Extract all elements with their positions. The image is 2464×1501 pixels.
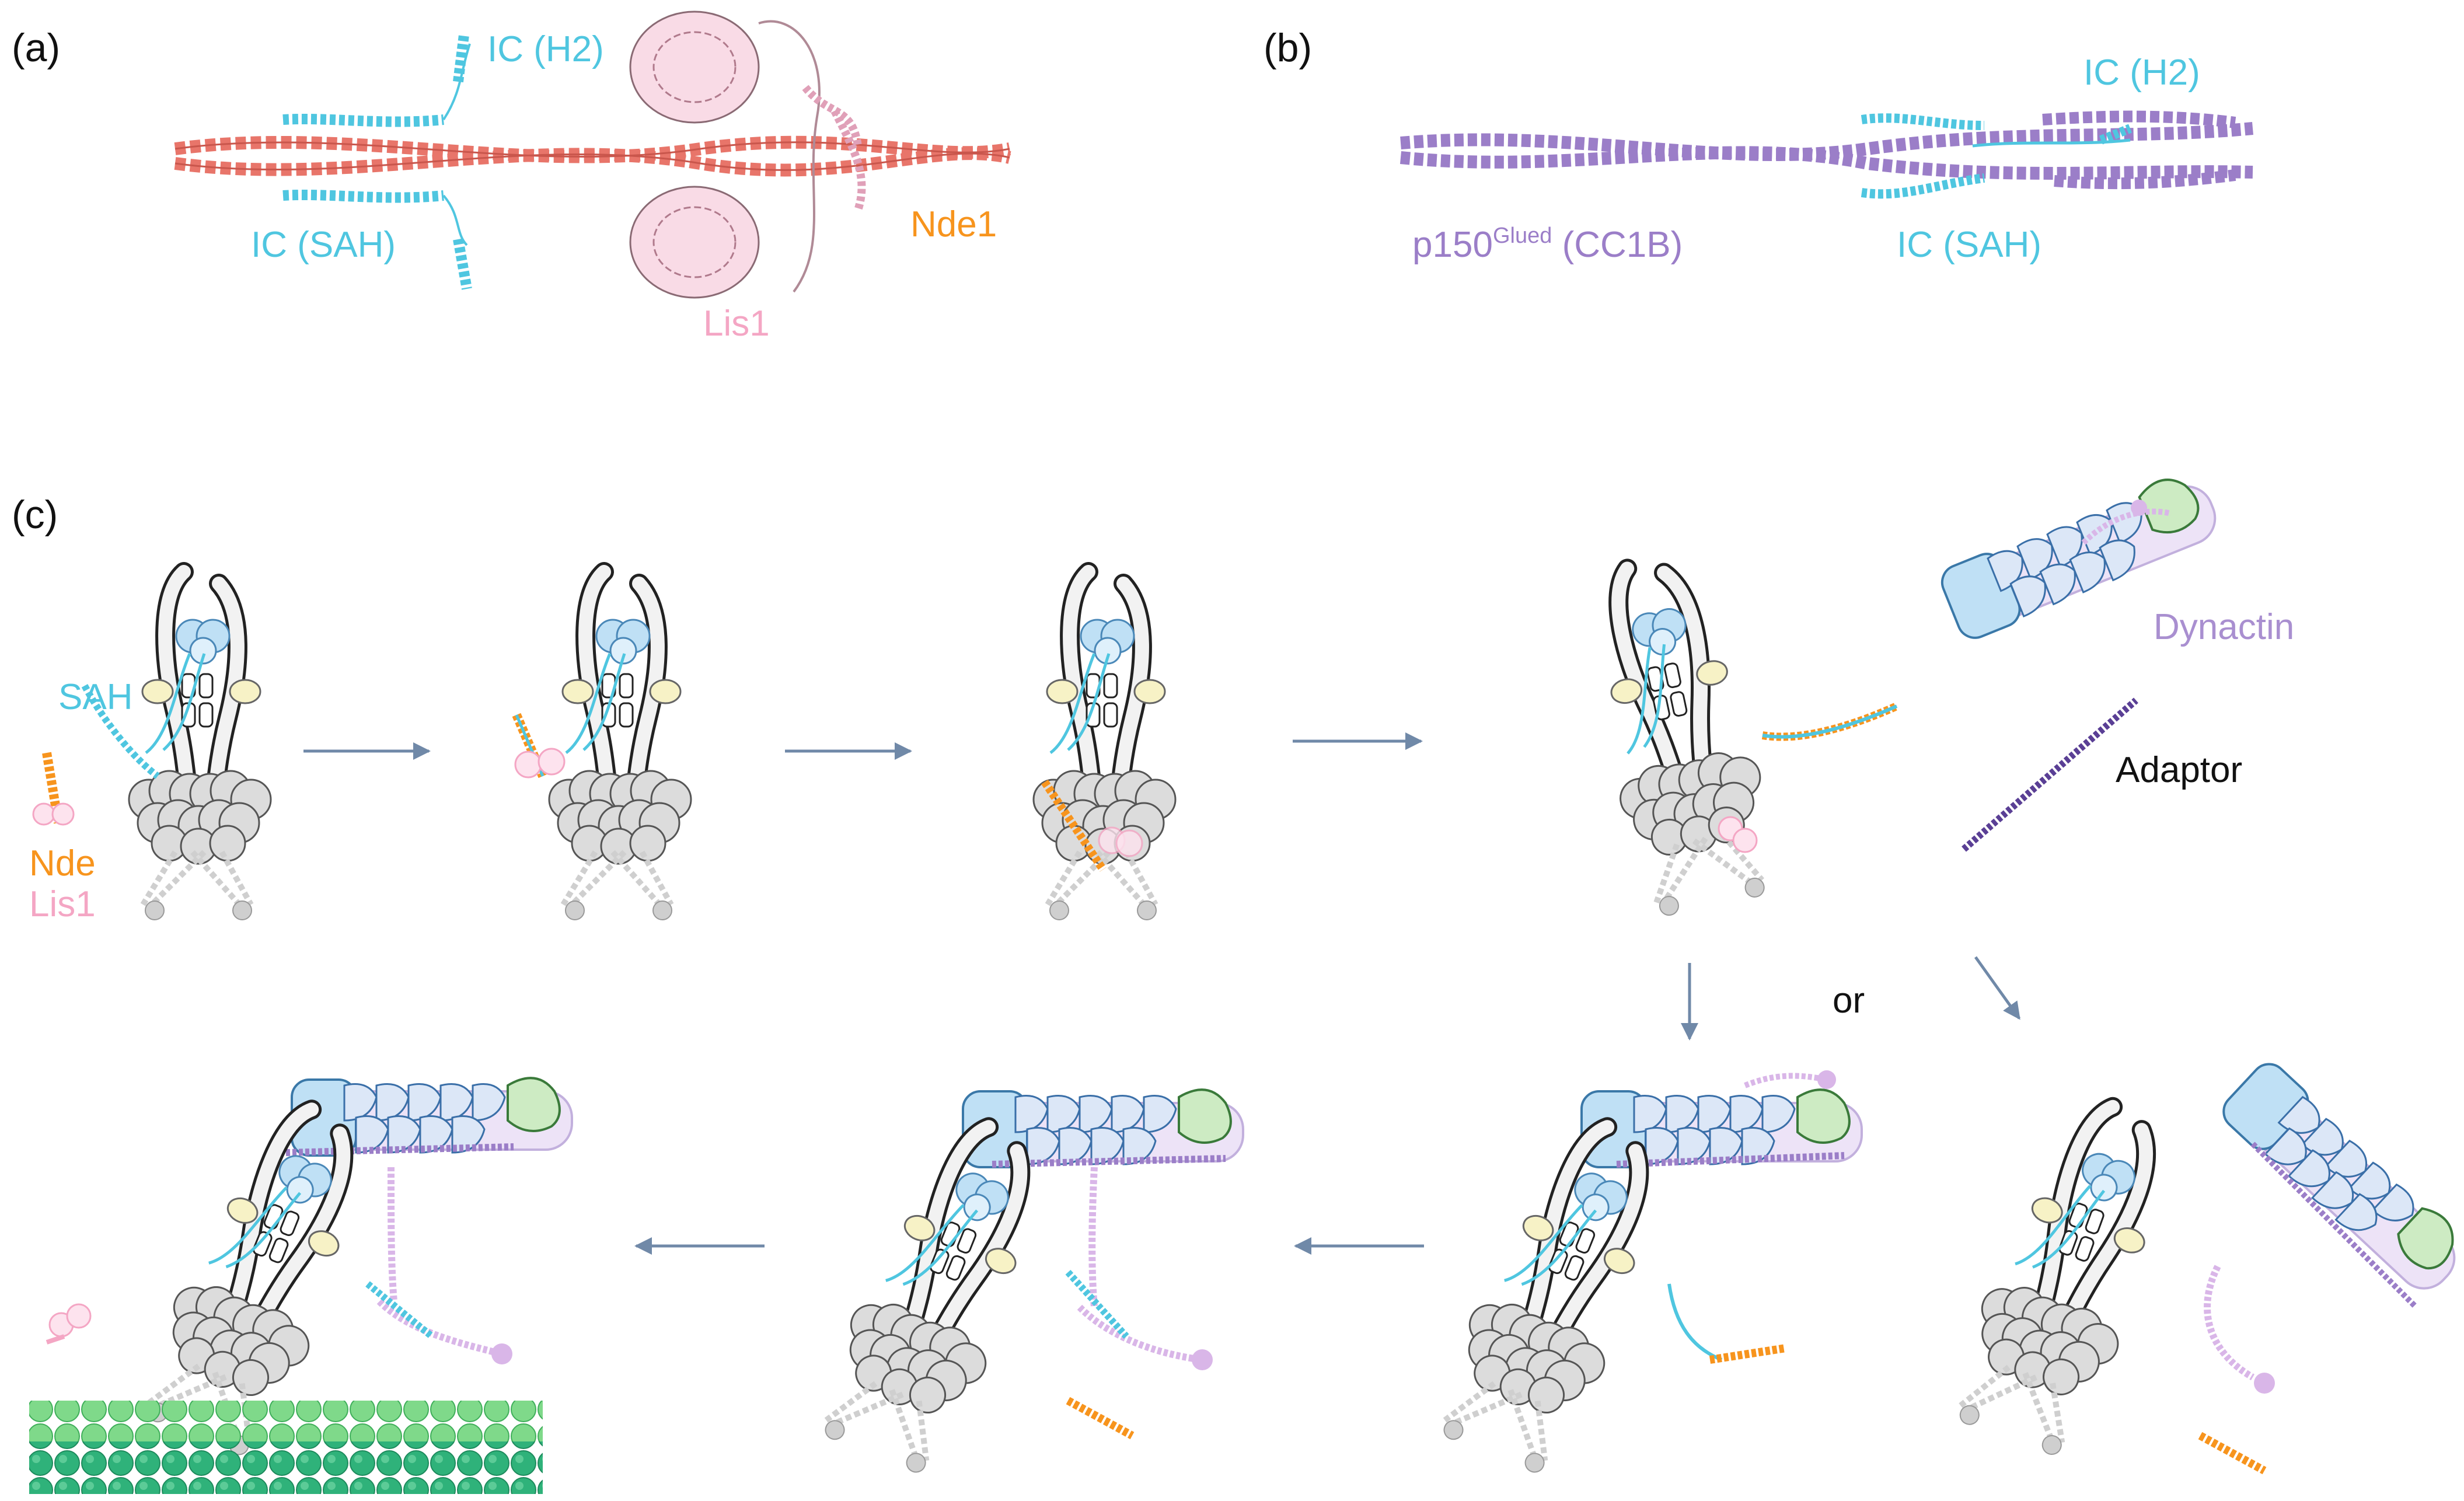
label-p150-b: p150Glued (CC1B) xyxy=(1412,224,1683,265)
complex-middle xyxy=(808,1088,1244,1482)
dynein-step-2 xyxy=(512,572,691,920)
label-ic-h2-a: IC (H2) xyxy=(487,29,604,69)
label-dynactin-c: Dynactin xyxy=(2154,607,2294,647)
microtubule xyxy=(29,1401,543,1494)
ic-helices-b xyxy=(1861,113,2132,199)
label-adaptor-c: Adaptor xyxy=(2116,750,2242,790)
panel-a-letter: (a) xyxy=(12,26,60,70)
label-sah-c: SAH xyxy=(58,677,132,717)
dynein-step-1 xyxy=(32,572,271,920)
panel-b: (b) IC (H2) IC (SAH) p150Glued (CC1B) xyxy=(1264,26,2254,265)
label-lis1-a: Lis1 xyxy=(703,303,770,344)
label-lis1-c: Lis1 xyxy=(29,884,96,924)
label-or-c: or xyxy=(1833,980,1865,1021)
p150-coiled-coil xyxy=(1399,110,2254,190)
ic-helices-a xyxy=(282,34,472,290)
complex-down xyxy=(1426,1070,1863,1482)
panel-c-letter: (c) xyxy=(12,493,58,537)
adaptor-helix xyxy=(1962,697,2138,852)
complex-alt xyxy=(1942,1054,2464,1475)
panel-c: (c) SAH Nde Lis1 xyxy=(12,465,2464,1494)
label-nde-c: Nde xyxy=(29,843,96,884)
arrow-diag-branch xyxy=(1974,956,2021,1020)
panel-b-letter: (b) xyxy=(1264,26,1312,70)
complex-final xyxy=(46,1077,573,1464)
lis1-propellers-a xyxy=(629,11,866,299)
dynein-step-3 xyxy=(1034,572,1175,920)
label-ic-sah-b: IC (SAH) xyxy=(1897,225,2041,265)
dynein-step-4 xyxy=(1573,550,1898,920)
dynactin-legend xyxy=(1935,465,2226,644)
nde1-coiled-coil xyxy=(174,135,1011,177)
label-nde1-a: Nde1 xyxy=(910,204,997,245)
label-ic-h2-b: IC (H2) xyxy=(2083,53,2200,93)
label-ic-sah-a: IC (SAH) xyxy=(251,225,396,265)
panel-a: (a) IC (H2) IC (SAH) Nde xyxy=(12,11,1011,344)
